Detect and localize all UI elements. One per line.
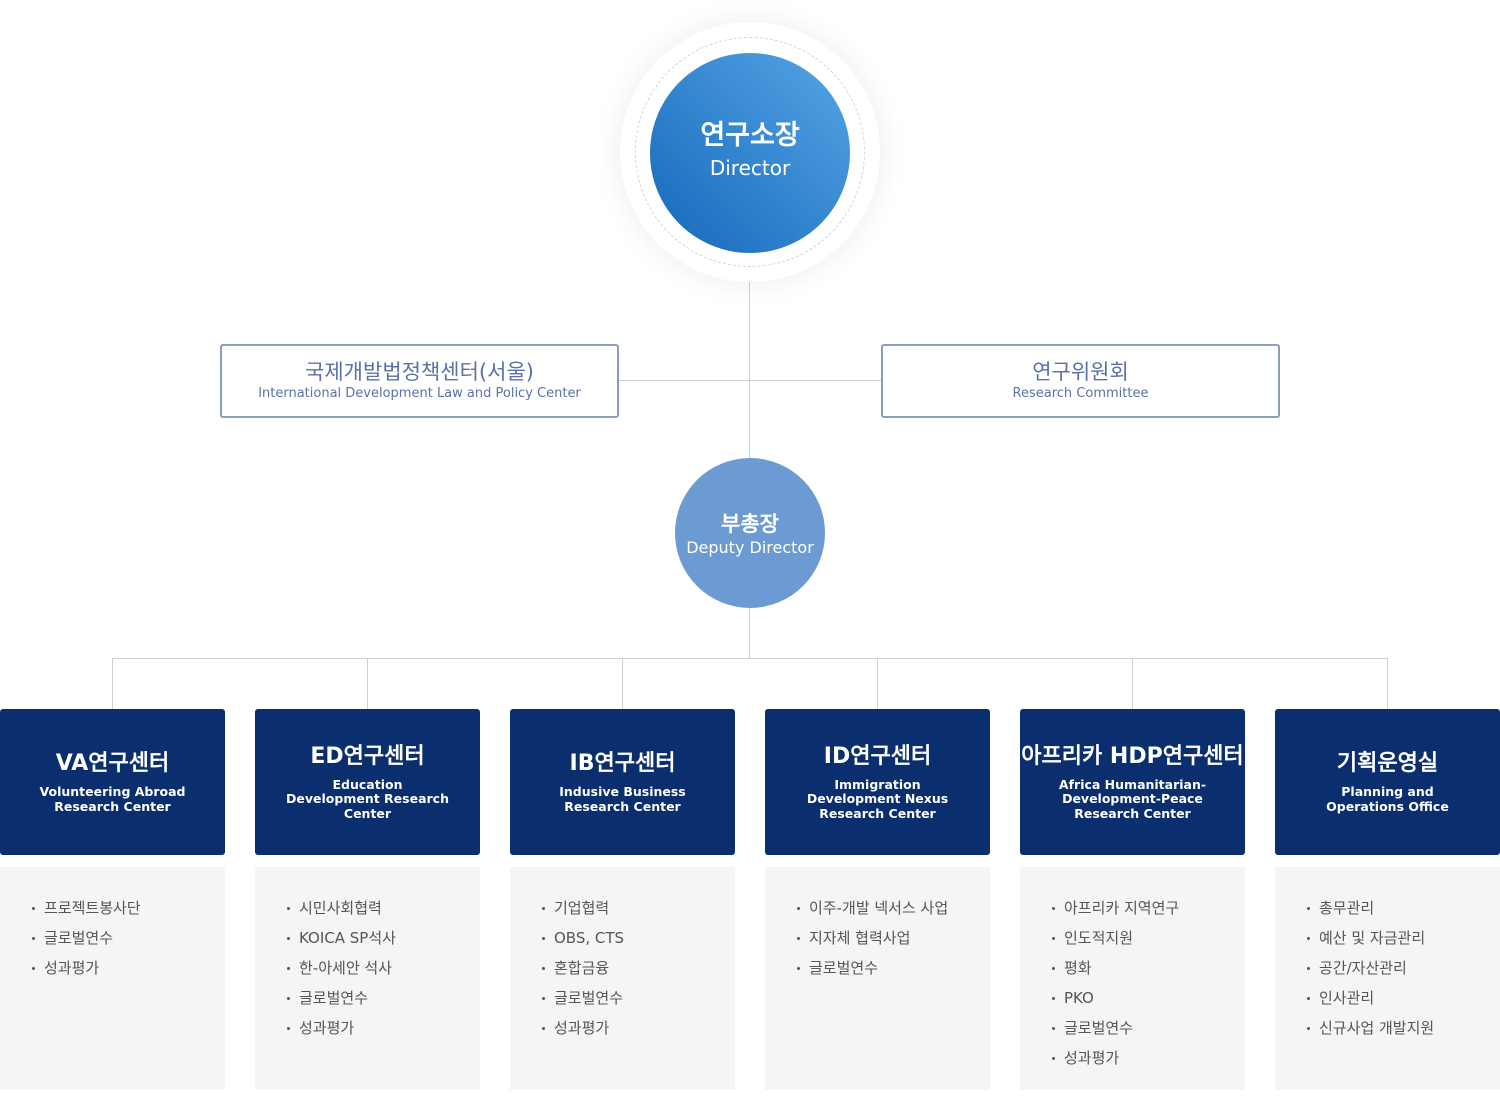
department-header: 아프리카 HDP연구센터 Africa Humanitarian-Developm… xyxy=(1020,709,1245,855)
deputy-director-node: 부총장 Deputy Director xyxy=(675,458,825,608)
department-title-en: Immigration Development Nexus Research C… xyxy=(806,776,949,821)
director-title-ko: 연구소장 xyxy=(700,120,800,151)
connector-horizontal-side xyxy=(618,380,881,381)
department-title-en: Planning and Operations Office xyxy=(1326,784,1449,814)
duty-item: 성과평가 xyxy=(1052,1043,1245,1073)
duty-item: 예산 및 자금관리 xyxy=(1307,923,1500,953)
department-title-en: Indusive Business Research Center xyxy=(559,784,686,814)
duty-item: 글로벌연수 xyxy=(287,983,480,1013)
duty-item: 혼합금융 xyxy=(542,953,735,983)
connector-drop xyxy=(367,658,368,709)
connector-drop xyxy=(1387,658,1388,709)
duty-item: 한-아세안 석사 xyxy=(287,953,480,983)
duty-item: KOICA SP석사 xyxy=(287,923,480,953)
department-header: IB연구센터 Indusive Business Research Center xyxy=(510,709,735,855)
duty-item: 신규사업 개발지원 xyxy=(1307,1013,1500,1043)
department-header: 기획운영실 Planning and Operations Office xyxy=(1275,709,1500,855)
department-header: ED연구센터 Education Development Research Cen… xyxy=(255,709,480,855)
duty-item: 지자체 협력사업 xyxy=(797,923,990,953)
department-header: VA연구센터 Volunteering Abroad Research Cente… xyxy=(0,709,225,855)
box-title-ko: 연구위원회 xyxy=(1032,360,1129,384)
department-title-ko: 아프리카 HDP연구센터 xyxy=(1021,743,1244,769)
duty-item: 프로젝트봉사단 xyxy=(32,893,225,923)
duty-item: 글로벌연수 xyxy=(542,983,735,1013)
department-title-ko: ID연구센터 xyxy=(823,743,932,769)
department-column: ED연구센터 Education Development Research Cen… xyxy=(255,709,480,1090)
duty-item: 글로벌연수 xyxy=(1052,1013,1245,1043)
connector-drop xyxy=(112,658,113,709)
box-title-en: Research Committee xyxy=(1012,386,1149,401)
duty-item: 총무관리 xyxy=(1307,893,1500,923)
duty-item: 시민사회협력 xyxy=(287,893,480,923)
director-title-en: Director xyxy=(709,156,791,180)
department-column: VA연구센터 Volunteering Abroad Research Cente… xyxy=(0,709,225,1090)
duty-item: 이주-개발 넥서스 사업 xyxy=(797,893,990,923)
duty-item: 공간/자산관리 xyxy=(1307,953,1500,983)
duty-item: 기업협력 xyxy=(542,893,735,923)
intl-dev-law-center-box: 국제개발법정책센터(서울) International Development … xyxy=(220,344,619,418)
duty-item: 글로벌연수 xyxy=(32,923,225,953)
department-title-en: Africa Humanitarian-Development-Peace Re… xyxy=(1058,776,1207,821)
duty-item: PKO xyxy=(1052,983,1245,1013)
research-committee-box: 연구위원회 Research Committee xyxy=(881,344,1280,418)
box-title-ko: 국제개발법정책센터(서울) xyxy=(305,360,534,384)
department-title-ko: ED연구센터 xyxy=(310,743,425,769)
duty-item: 글로벌연수 xyxy=(797,953,990,983)
director-dashed-ring xyxy=(635,37,865,267)
department-column: IB연구센터 Indusive Business Research Center 기… xyxy=(510,709,735,1090)
department-title-ko: 기획운영실 xyxy=(1336,751,1439,776)
deputy-title-ko: 부총장 xyxy=(721,511,779,536)
duty-item: 인도적지원 xyxy=(1052,923,1245,953)
department-column: ID연구센터 Immigration Development Nexus Rese… xyxy=(765,709,990,1090)
deputy-title-en: Deputy Director xyxy=(686,537,814,557)
duty-item: 성과평가 xyxy=(542,1013,735,1043)
duty-item: 성과평가 xyxy=(287,1013,480,1043)
duty-item: OBS, CTS xyxy=(542,923,735,953)
connector-drop xyxy=(1132,658,1133,709)
duty-item: 아프리카 지역연구 xyxy=(1052,893,1245,923)
department-title-ko: IB연구센터 xyxy=(569,751,676,776)
department-title-ko: VA연구센터 xyxy=(55,751,170,776)
department-header: ID연구센터 Immigration Development Nexus Rese… xyxy=(765,709,990,855)
duty-item: 인사관리 xyxy=(1307,983,1500,1013)
connector-horizontal-columns xyxy=(112,658,1388,659)
department-title-en: Education Development Research Center xyxy=(286,776,449,821)
connector-drop xyxy=(877,658,878,709)
director-node: 연구소장 Director xyxy=(650,53,850,253)
box-title-en: International Development Law and Policy… xyxy=(258,386,581,401)
department-column: 아프리카 HDP연구센터 Africa Humanitarian-Developm… xyxy=(1020,709,1245,1090)
connector-drop xyxy=(622,658,623,709)
department-title-en: Volunteering Abroad Research Center xyxy=(39,784,186,814)
duty-item: 평화 xyxy=(1052,953,1245,983)
duty-item: 성과평가 xyxy=(32,953,225,983)
